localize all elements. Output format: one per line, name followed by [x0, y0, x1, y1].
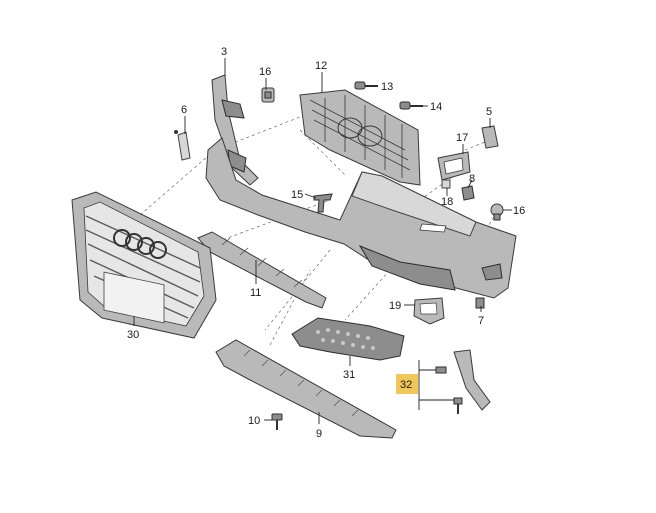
clip-part-6[interactable] — [174, 130, 191, 161]
clip-part-16-upper[interactable] — [261, 87, 275, 103]
frame-part-17[interactable] — [437, 151, 471, 181]
callout-5[interactable]: 5 — [486, 106, 492, 118]
radiator-grille-part-30[interactable] — [71, 191, 217, 339]
callout-15[interactable]: 15 — [291, 189, 303, 201]
callout-17[interactable]: 17 — [456, 132, 468, 144]
bracket-kit-part-32[interactable] — [435, 349, 491, 414]
callout-12[interactable]: 12 — [315, 60, 327, 72]
callout-8[interactable]: 8 — [469, 173, 475, 185]
bracket-part-7[interactable] — [475, 297, 485, 309]
bumper-cover[interactable] — [205, 137, 517, 299]
callout-6[interactable]: 6 — [181, 104, 187, 116]
reinforcement-part-11[interactable] — [197, 231, 327, 309]
underbody-panel-part-9[interactable] — [215, 339, 397, 439]
fog-grille-part-31[interactable] — [291, 317, 405, 361]
screw-part-10[interactable] — [271, 413, 283, 430]
callout-3[interactable]: 3 — [221, 46, 227, 58]
callout-7[interactable]: 7 — [478, 315, 484, 327]
callout-32[interactable]: 32 — [400, 379, 412, 391]
clip-part-16-lower[interactable] — [490, 203, 504, 221]
callout-32-highlight — [396, 374, 418, 394]
screw-part-13[interactable] — [354, 81, 378, 90]
grille-bracket-part-12[interactable] — [299, 89, 421, 186]
bracket-part-19[interactable] — [413, 297, 445, 325]
bracket-part-5[interactable] — [481, 125, 499, 149]
part-18[interactable] — [441, 179, 451, 189]
callout-13[interactable]: 13 — [381, 81, 393, 93]
callout-14[interactable]: 14 — [430, 101, 442, 113]
callouts: 3 16 12 13 6 14 5 17 8 15 18 16 11 19 7 … — [127, 46, 525, 440]
callout-11[interactable]: 11 — [250, 287, 261, 299]
callout-9[interactable]: 9 — [316, 428, 322, 440]
bracket-part-8[interactable] — [461, 185, 475, 201]
callout-16-lower[interactable]: 16 — [513, 205, 525, 217]
screw-part-14[interactable] — [399, 101, 423, 110]
callout-19[interactable]: 19 — [389, 300, 401, 312]
callout-30[interactable]: 30 — [127, 329, 139, 341]
leader-lines — [133, 58, 512, 424]
callout-18[interactable]: 18 — [441, 196, 453, 208]
callout-16-upper[interactable]: 16 — [259, 66, 271, 78]
bracket-part-15[interactable] — [313, 193, 333, 213]
callout-31[interactable]: 31 — [343, 369, 355, 381]
callout-10[interactable]: 10 — [248, 415, 260, 427]
